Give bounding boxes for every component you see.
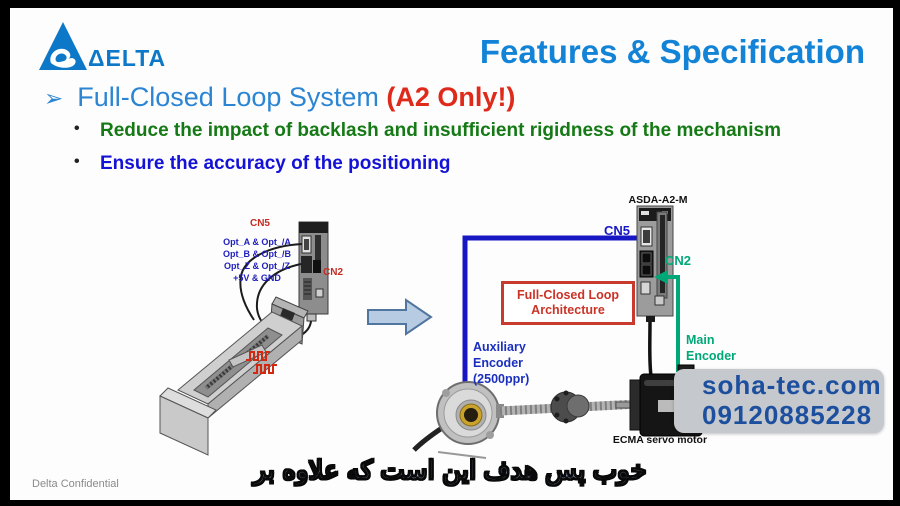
pulse-signal-icon — [246, 351, 277, 374]
main-line2: Encoder — [686, 349, 737, 363]
heading-text: Full-Closed Loop System — [77, 82, 387, 112]
signal-line: Opt_Z & Opt_/Z — [224, 261, 290, 271]
right-cn2-label: CN2 — [665, 253, 692, 268]
signal-line: Opt_B & Opt_/B — [222, 249, 291, 259]
linear-stage-graphic — [159, 296, 309, 456]
signal-line: +5V & GND — [233, 273, 281, 283]
watermark-box: soha-tec.com 09120885228 — [674, 369, 884, 433]
ballscrew-graphic — [496, 390, 639, 424]
aux-line3: (2500ppr) — [473, 372, 530, 386]
aux-line2: Encoder — [473, 356, 524, 370]
architecture-line1: Full-Closed Loop — [516, 288, 620, 302]
aux-line1: Auxiliary — [473, 340, 526, 354]
main-encoder-label: Main Encoder — [686, 332, 736, 364]
confidential-footer: Delta Confidential — [32, 478, 119, 490]
asda-drive-graphic — [636, 205, 674, 322]
signal-line: Opt_A & Opt_/A — [223, 237, 291, 247]
watermark-site: soha-tec.com — [702, 370, 882, 400]
auxiliary-encoder-label: Auxiliary Encoder (2500ppr) — [473, 339, 529, 387]
auxiliary-encoder-graphic — [412, 381, 500, 459]
bullet-marker: • — [74, 153, 80, 170]
watermark-phone: 09120885228 — [702, 400, 873, 430]
bullet-item-1: • Reduce the impact of backlash and insuf… — [74, 120, 781, 142]
bullet-marker: • — [74, 120, 80, 137]
left-cn2-label: CN2 — [323, 267, 344, 278]
cn2-arrow-icon — [654, 270, 668, 284]
left-cn5-label: CN5 — [249, 218, 270, 229]
bullet-item-2: • Ensure the accuracy of the positioning — [74, 153, 451, 175]
flow-arrow-icon — [367, 298, 433, 336]
heading-highlight: (A2 Only!) — [386, 82, 516, 112]
main-line1: Main — [686, 333, 715, 347]
cn5-signal-list: Opt_A & Opt_/A Opt_B & Opt_/B Opt_Z & Op… — [206, 236, 308, 284]
presentation-slide: ΔELTA Features & Specification ➢ Full-Clo… — [10, 8, 893, 500]
motor-caption: ECMA servo motor — [612, 434, 708, 446]
page-title: Features & Specification — [479, 33, 865, 70]
bullet-text: Reduce the impact of backlash and insuff… — [100, 120, 781, 141]
architecture-callout-box: Full-Closed Loop Architecture — [501, 281, 635, 325]
delta-logo-wordmark: ΔELTA — [88, 45, 167, 71]
drive-model-label: ASDA-A2-M — [628, 194, 688, 206]
heading-arrow-marker: ➢ — [44, 85, 64, 111]
motor-cable-graphic — [648, 321, 653, 377]
architecture-line2: Architecture — [531, 303, 605, 317]
cn2-feedback-line — [654, 270, 680, 372]
section-heading: ➢ Full-Closed Loop System (A2 Only!) — [44, 82, 515, 113]
persian-subtitle: خوب پس هدف این است که علاوه بر — [253, 454, 647, 485]
right-cn5-label: CN5 — [604, 223, 631, 238]
bullet-text: Ensure the accuracy of the positioning — [100, 153, 451, 174]
delta-logo-icon — [39, 22, 87, 70]
